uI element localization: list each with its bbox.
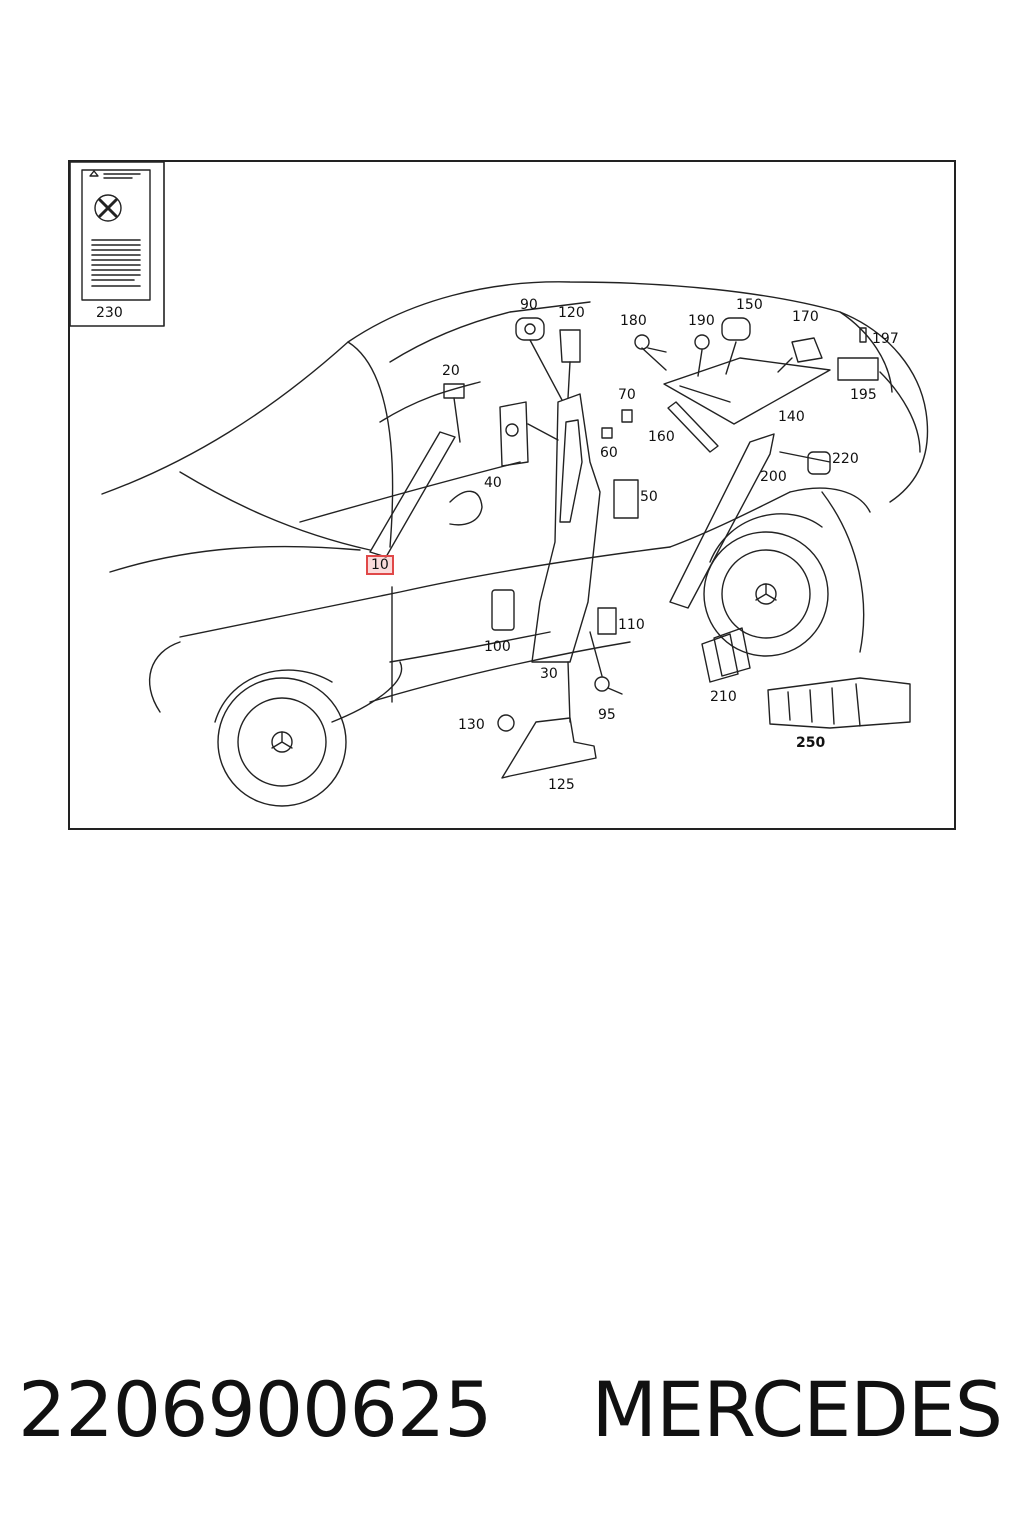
callout-95: 95 bbox=[598, 707, 616, 723]
callout-230: 230 bbox=[96, 305, 123, 321]
callout-195: 195 bbox=[850, 387, 877, 403]
footer: 2206900625 MERCEDES bbox=[0, 1372, 1024, 1472]
warning-label-inset bbox=[70, 162, 165, 327]
callout-70: 70 bbox=[618, 387, 636, 403]
callout-40: 40 bbox=[484, 475, 502, 491]
callout-197: 197 bbox=[872, 331, 899, 347]
callout-60: 60 bbox=[600, 445, 618, 461]
callout-140: 140 bbox=[778, 409, 805, 425]
callout-190: 190 bbox=[688, 313, 715, 329]
car-body-outline bbox=[101, 281, 929, 723]
callout-160: 160 bbox=[648, 429, 675, 445]
callout-130: 130 bbox=[458, 717, 485, 733]
parts bbox=[369, 317, 911, 779]
leader-lines bbox=[453, 339, 865, 723]
callout-100: 100 bbox=[484, 639, 511, 655]
diagram-frame: 230 10 20 30 40 50 60 70 90 95 100 110 1… bbox=[68, 160, 956, 830]
callout-110: 110 bbox=[618, 617, 645, 633]
callout-220: 220 bbox=[832, 451, 859, 467]
callout-50: 50 bbox=[640, 489, 658, 505]
callout-180: 180 bbox=[620, 313, 647, 329]
callout-90: 90 bbox=[520, 297, 538, 313]
callout-200: 200 bbox=[760, 469, 787, 485]
front-wheel bbox=[214, 669, 347, 807]
callout-210: 210 bbox=[710, 689, 737, 705]
callout-20: 20 bbox=[442, 363, 460, 379]
rear-wheel bbox=[703, 513, 829, 657]
callout-120: 120 bbox=[558, 305, 585, 321]
callout-10-highlighted[interactable]: 10 bbox=[366, 555, 394, 575]
callout-30: 30 bbox=[540, 666, 558, 682]
callout-150: 150 bbox=[736, 297, 763, 313]
callout-170: 170 bbox=[792, 309, 819, 325]
brand-name: MERCEDES bbox=[591, 1365, 1003, 1454]
callout-250: 250 bbox=[796, 735, 826, 751]
callout-125: 125 bbox=[548, 777, 575, 793]
car-interior-trim-diagram bbox=[70, 162, 929, 807]
part-number: 2206900625 bbox=[18, 1365, 493, 1454]
